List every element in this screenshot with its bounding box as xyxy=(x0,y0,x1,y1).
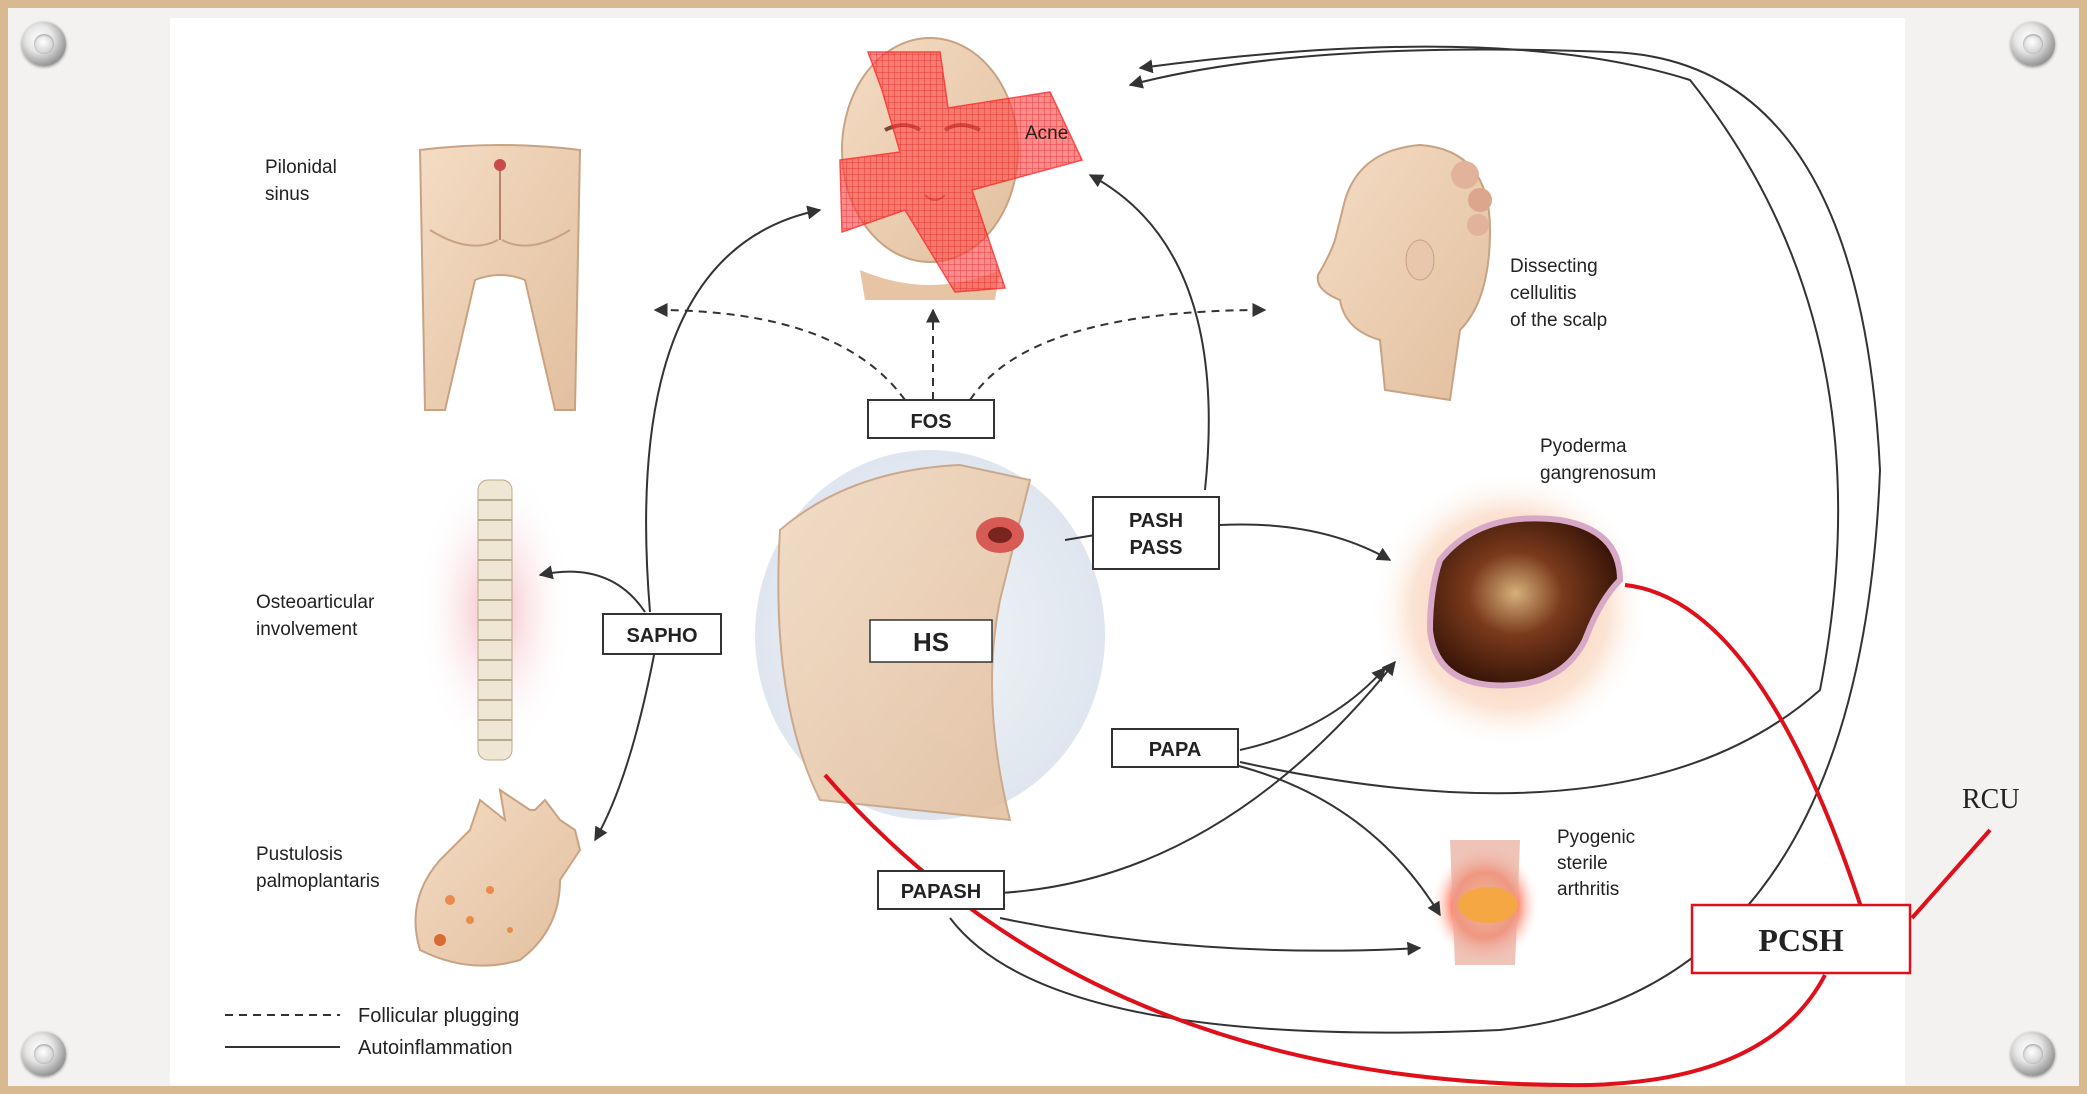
label-pyoderma-1: Pyoderma xyxy=(1540,436,1627,457)
label-osteo-1: Osteoarticular xyxy=(256,592,375,613)
label-pyogenic-1: Pyogenic xyxy=(1557,827,1635,848)
svg-text:SAPHO: SAPHO xyxy=(626,625,697,647)
svg-text:PCSH: PCSH xyxy=(1758,922,1843,958)
label-dissecting-1: Dissecting xyxy=(1510,256,1598,277)
box-hs: HS xyxy=(870,620,992,662)
box-pcsh: PCSH xyxy=(1692,905,1910,973)
svg-text:FOS: FOS xyxy=(910,411,951,433)
knee-illustration xyxy=(1430,840,1540,965)
pyoderma-illustration xyxy=(1370,470,1650,750)
legend-dashed-label: Follicular plugging xyxy=(358,1005,519,1027)
hand-illustration xyxy=(416,790,581,966)
spine-illustration xyxy=(415,460,575,760)
svg-text:PASH: PASH xyxy=(1129,510,1183,532)
dissecting-head-illustration xyxy=(1318,145,1492,400)
box-papash: PAPASH xyxy=(878,871,1004,909)
label-acne: Acne xyxy=(1025,123,1068,144)
label-pilonidal-2: sinus xyxy=(265,184,309,205)
box-papa: PAPA xyxy=(1112,729,1238,767)
svg-text:PAPA: PAPA xyxy=(1149,739,1202,761)
svg-text:PASS: PASS xyxy=(1130,537,1183,559)
box-pash-pass: PASH PASS xyxy=(1093,497,1219,569)
label-pyogenic-2: sterile xyxy=(1557,853,1608,874)
label-pyogenic-3: arthritis xyxy=(1557,879,1619,900)
label-pustulosis-2: palmoplantaris xyxy=(256,871,380,892)
label-pustulosis-1: Pustulosis xyxy=(256,844,343,865)
label-dissecting-2: cellulitis xyxy=(1510,283,1577,304)
label-dissecting-3: of the scalp xyxy=(1510,310,1607,331)
box-sapho: SAPHO xyxy=(603,614,721,654)
box-fos: FOS xyxy=(868,400,994,438)
label-pyoderma-2: gangrenosum xyxy=(1540,463,1656,484)
label-rcu: RCU xyxy=(1962,784,2020,815)
pilonidal-illustration xyxy=(420,145,580,410)
svg-text:HS: HS xyxy=(913,627,949,657)
label-pilonidal-1: Pilonidal xyxy=(265,157,337,178)
legend-solid-label: Autoinflammation xyxy=(358,1037,513,1059)
label-osteo-2: involvement xyxy=(256,619,358,640)
svg-text:PAPASH: PAPASH xyxy=(901,881,981,903)
